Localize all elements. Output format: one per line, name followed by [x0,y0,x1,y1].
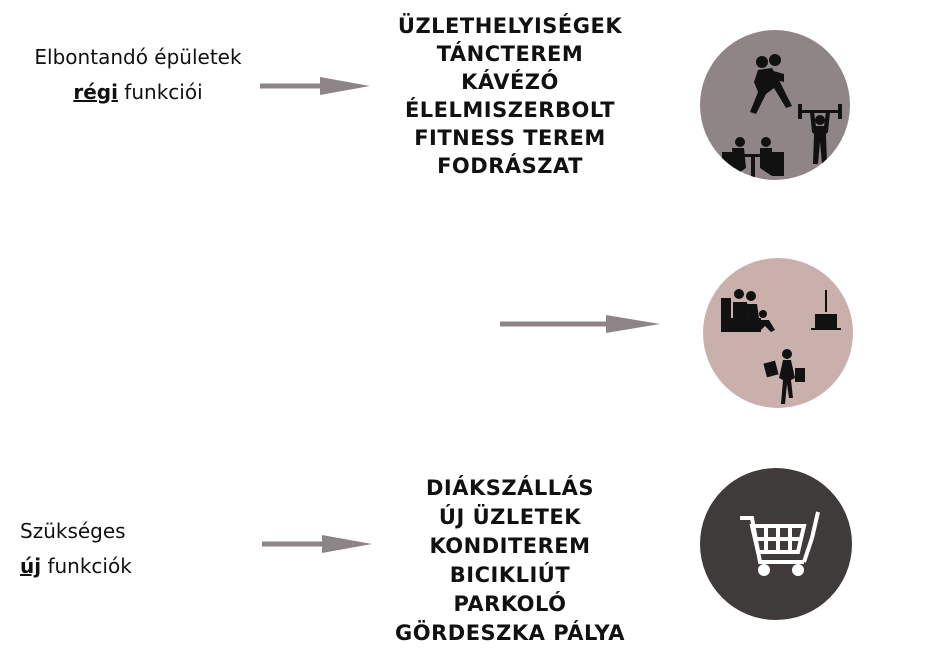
new-functions-list: DIÁKSZÁLLÁS ÚJ ÜZLETEK KONDITEREM BICIKL… [340,474,680,648]
old-function-item: ÉLELMISZERBOLT [404,98,616,122]
old-functions-icons [722,54,842,177]
new-functions-label-rest: funkciók [41,554,132,578]
old-functions-icon-circle [700,30,850,180]
arrow-old [260,77,370,95]
dancing-couple-icon [750,54,792,114]
new-function-item: GÖRDESZKA PÁLYA [395,621,625,645]
new-functions-icons [740,511,820,576]
new-keyword: új [20,554,42,578]
old-functions-label-line2: régi funkciói [8,75,268,110]
old-functions-list: ÜZLETHELYISÉGEK TÁNCTEREM KÁVÉZÓ ÉLELMIS… [340,12,680,180]
weightlifter-icon [798,104,842,164]
old-function-item: FODRÁSZAT [437,154,583,178]
old-functions-label-rest: funkciói [117,80,203,104]
old-function-item: TÁNCTEREM [436,42,584,66]
old-keyword: régi [73,80,118,104]
mid-icons [721,289,841,404]
family-on-sofa-icon [721,289,775,332]
cart-wheels [758,564,804,576]
new-functions-label-line2: új funkciók [20,549,180,584]
new-functions-icon-circle [700,468,852,620]
mid-icon-circle [703,258,853,408]
cafe-table-icon [722,137,784,177]
new-function-item: BICIKLIÚT [449,563,571,587]
television-icon [811,290,841,330]
old-functions-label: Elbontandó épületek régi funkciói [8,40,268,110]
new-function-item: KONDITEREM [429,534,591,558]
shopping-cart-icon [740,511,820,564]
new-function-item: ÚJ ÜZLETEK [438,505,582,529]
new-functions-label-line1: Szükséges [20,519,126,543]
old-function-item: ÜZLETHELYISÉGEK [397,14,623,38]
old-function-item: KÁVÉZÓ [461,70,559,94]
old-functions-label-line1: Elbontandó épületek [34,45,242,69]
arrow-new [262,535,372,553]
shopping-woman-icon [763,349,805,404]
arrow-mid [500,315,660,333]
old-function-item: FITNESS TEREM [414,126,606,150]
new-function-item: PARKOLÓ [453,592,567,616]
new-functions-label: Szükséges új funkciók [20,514,180,584]
new-function-item: DIÁKSZÁLLÁS [425,476,594,500]
